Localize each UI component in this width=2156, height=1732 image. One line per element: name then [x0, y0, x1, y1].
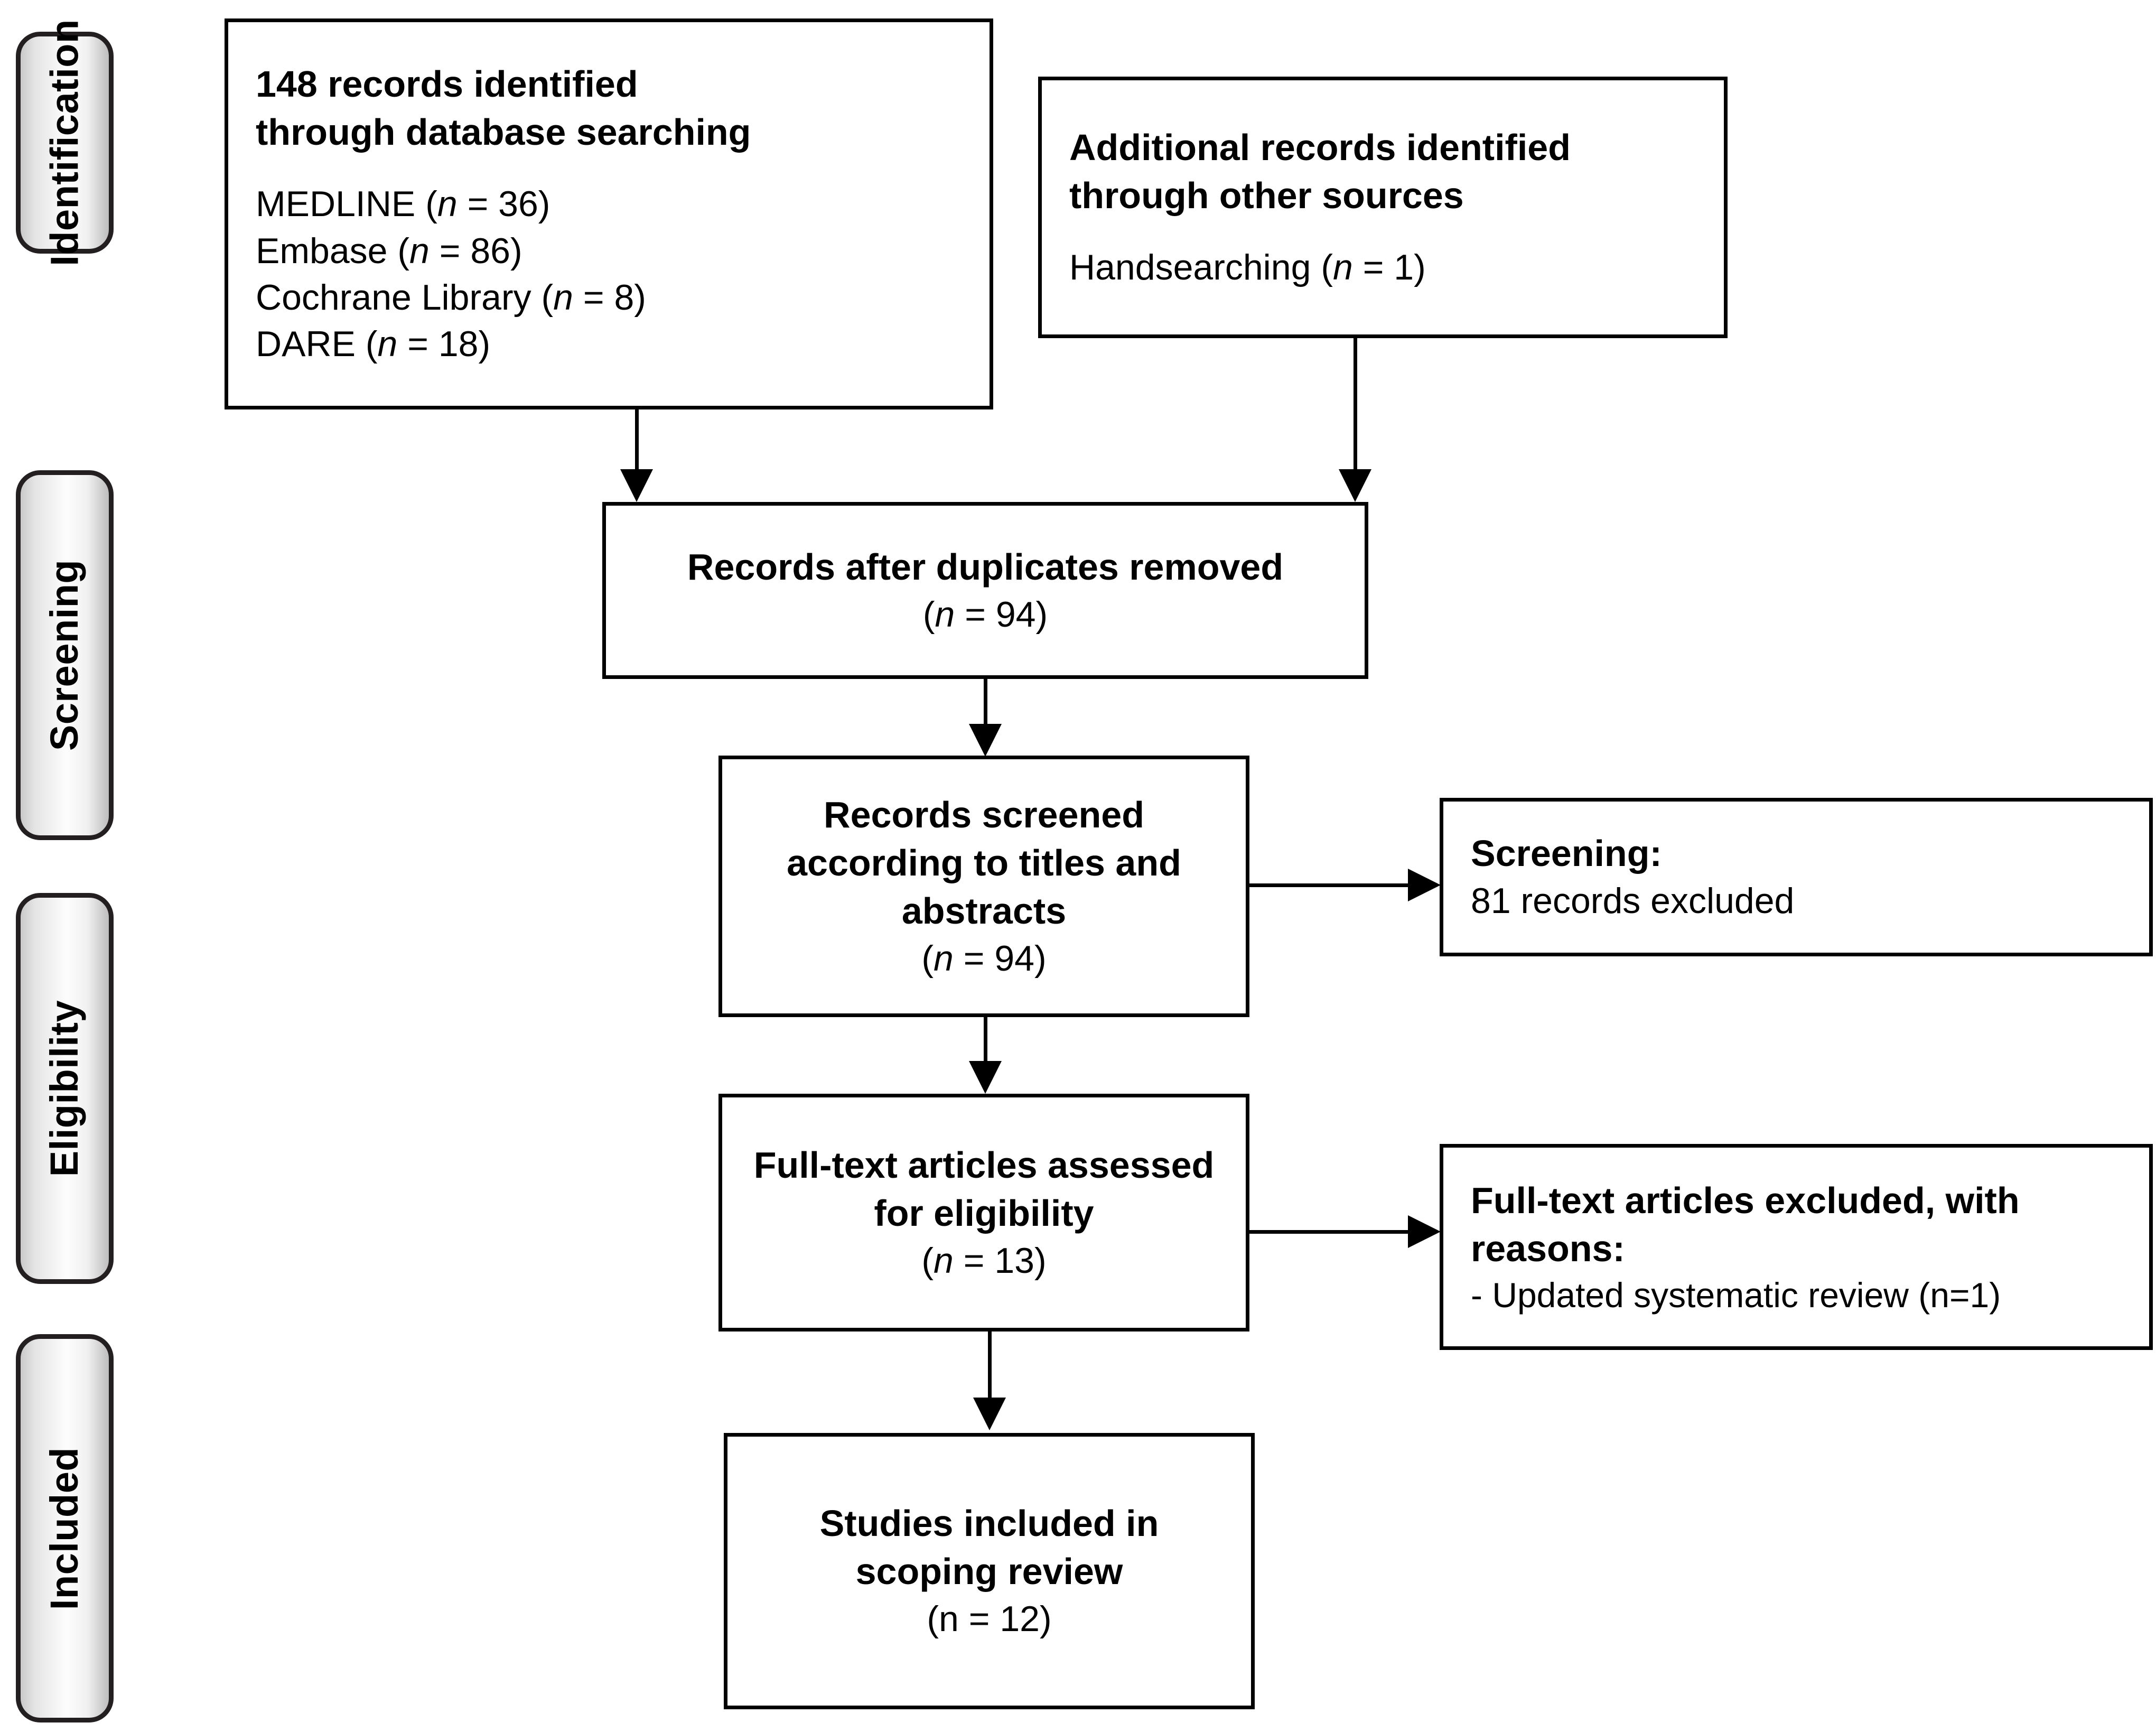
source-dare-value: = 18) — [397, 324, 491, 365]
box-duplicates-count-open: ( — [922, 594, 935, 635]
box-fulltext-heading-line2: for eligibility — [874, 1192, 1094, 1234]
box-screening-excluded-detail: 81 records excluded — [1471, 881, 1795, 921]
box-records-identified-other-sources: Additional records identified through ot… — [1038, 77, 1728, 338]
box-screened-count-value: = 94) — [953, 938, 1047, 979]
connector-screened-to-screening-excluded-arrowhead — [1408, 869, 1441, 901]
connector-screened-to-screening-excluded-line — [1249, 883, 1411, 887]
source-embase-n: n — [409, 230, 430, 271]
box-records-after-duplicates-removed: Records after duplicates removed (n = 94… — [602, 502, 1368, 679]
box-screened-count: (n = 94) — [921, 935, 1046, 982]
source-medline-value: = 36) — [457, 184, 550, 225]
connector-duplicates-to-screened-arrowhead — [969, 724, 1002, 757]
stage-tab-identification: Identification — [16, 19, 114, 266]
stage-tab-included: Included — [16, 1334, 114, 1722]
source-cochrane-n: n — [553, 277, 573, 318]
source-dare-open: ( — [365, 324, 378, 365]
source-cochrane: Cochrane Library (n = 8) — [228, 274, 662, 321]
connector-fulltext-to-fulltext-excluded-line — [1249, 1230, 1411, 1234]
stage-tab-eligibility-label: Eligibility — [42, 1000, 87, 1177]
source-medline-n: n — [437, 184, 458, 225]
connector-database-to-duplicates-arrowhead — [620, 469, 653, 502]
box-fulltext-count: (n = 13) — [921, 1237, 1046, 1284]
box-included-heading-line1: Studies included in — [819, 1503, 1159, 1544]
source-medline-paren — [415, 184, 425, 224]
box-included-count: (n = 12) — [927, 1599, 1052, 1640]
source-dare: DARE (n = 18) — [228, 321, 506, 367]
source-cochrane-value: = 8) — [573, 277, 646, 318]
source-handsearching-paren — [1311, 247, 1321, 287]
stage-tab-screening-label: Screening — [42, 559, 87, 751]
source-dare-name: DARE — [256, 324, 356, 365]
box-included-heading-line2: scoping review — [855, 1551, 1123, 1593]
source-cochrane-paren — [531, 277, 542, 318]
connector-database-to-duplicates-line — [635, 409, 639, 472]
box-screened-count-open: ( — [921, 938, 934, 979]
connector-fulltext-to-fulltext-excluded-arrowhead — [1408, 1215, 1441, 1248]
box-fulltext-count-value: = 13) — [953, 1240, 1047, 1281]
source-dare-paren — [356, 324, 366, 364]
box-screened-heading-line1: Records screened — [824, 794, 1144, 835]
stage-tab-included-label: Included — [42, 1447, 87, 1610]
box-fulltext-excluded: Full-text articles excluded, with reason… — [1440, 1144, 2153, 1350]
box-records-screened: Records screened according to titles and… — [718, 756, 1249, 1017]
box-other-sources-heading-line2: through other sources — [1069, 175, 1464, 217]
source-handsearching-name: Handsearching — [1069, 247, 1311, 288]
box-database-heading-line1: 148 records identified — [256, 63, 638, 105]
box-records-identified-database: 148 records identified through database … — [225, 18, 993, 409]
source-embase-value: = 86) — [429, 230, 522, 271]
box-fulltext-assessed: Full-text articles assessed for eligibil… — [718, 1094, 1249, 1331]
box-duplicates-count: (n = 94) — [923, 591, 1048, 638]
box-database-heading-line2: through database searching — [256, 111, 751, 153]
source-medline-open: ( — [425, 184, 437, 225]
stage-tab-screening: Screening — [16, 470, 114, 840]
connector-fulltext-to-included-line — [988, 1331, 992, 1400]
connector-fulltext-to-included-arrowhead — [973, 1398, 1006, 1430]
box-fulltext-excluded-heading-line2: reasons: — [1471, 1227, 1625, 1269]
box-duplicates-count-value: = 94) — [955, 594, 1048, 635]
connector-othersources-to-duplicates-arrowhead — [1339, 469, 1371, 502]
source-handsearching-n: n — [1332, 247, 1353, 288]
stage-tab-eligibility: Eligibility — [16, 893, 114, 1284]
source-handsearching: Handsearching (n = 1) — [1042, 244, 1442, 291]
source-dare-n: n — [377, 324, 398, 365]
source-embase: Embase (n = 86) — [228, 228, 538, 274]
box-screened-heading-line3: abstracts — [901, 890, 1067, 932]
source-embase-open: ( — [397, 230, 410, 271]
source-medline: MEDLINE (n = 36) — [228, 181, 566, 227]
box-fulltext-excluded-reason: - Updated systematic review (n=1) — [1471, 1275, 2001, 1315]
source-embase-name: Embase — [256, 230, 388, 271]
box-fulltext-heading-line1: Full-text articles assessed — [753, 1144, 1215, 1186]
stage-tab-identification-label: Identification — [42, 19, 87, 266]
box-studies-included: Studies included in scoping review (n = … — [724, 1433, 1255, 1709]
box-fulltext-count-open: ( — [921, 1240, 934, 1281]
connector-screened-to-fulltext-line — [984, 1017, 987, 1064]
source-cochrane-open: ( — [541, 277, 554, 318]
connector-screened-to-fulltext-arrowhead — [969, 1061, 1002, 1094]
box-fulltext-count-n: n — [934, 1240, 954, 1281]
box-screening-excluded: Screening: 81 records excluded — [1440, 798, 2153, 956]
source-cochrane-name: Cochrane Library — [256, 277, 531, 318]
connector-duplicates-to-screened-line — [984, 679, 987, 727]
box-other-sources-heading-line1: Additional records identified — [1069, 127, 1571, 169]
box-fulltext-excluded-heading-line1: Full-text articles excluded, with — [1471, 1179, 2020, 1221]
source-handsearching-open: ( — [1321, 247, 1333, 288]
connector-othersources-to-duplicates-line — [1354, 338, 1357, 472]
box-duplicates-heading: Records after duplicates removed — [687, 546, 1284, 588]
box-duplicates-count-n: n — [935, 594, 955, 635]
source-embase-paren — [387, 231, 397, 271]
box-screened-count-n: n — [934, 938, 954, 979]
source-medline-name: MEDLINE — [256, 184, 416, 225]
box-screening-excluded-heading: Screening: — [1471, 833, 1662, 874]
source-handsearching-value: = 1) — [1352, 247, 1426, 288]
box-screened-heading-line2: according to titles and — [787, 842, 1181, 883]
